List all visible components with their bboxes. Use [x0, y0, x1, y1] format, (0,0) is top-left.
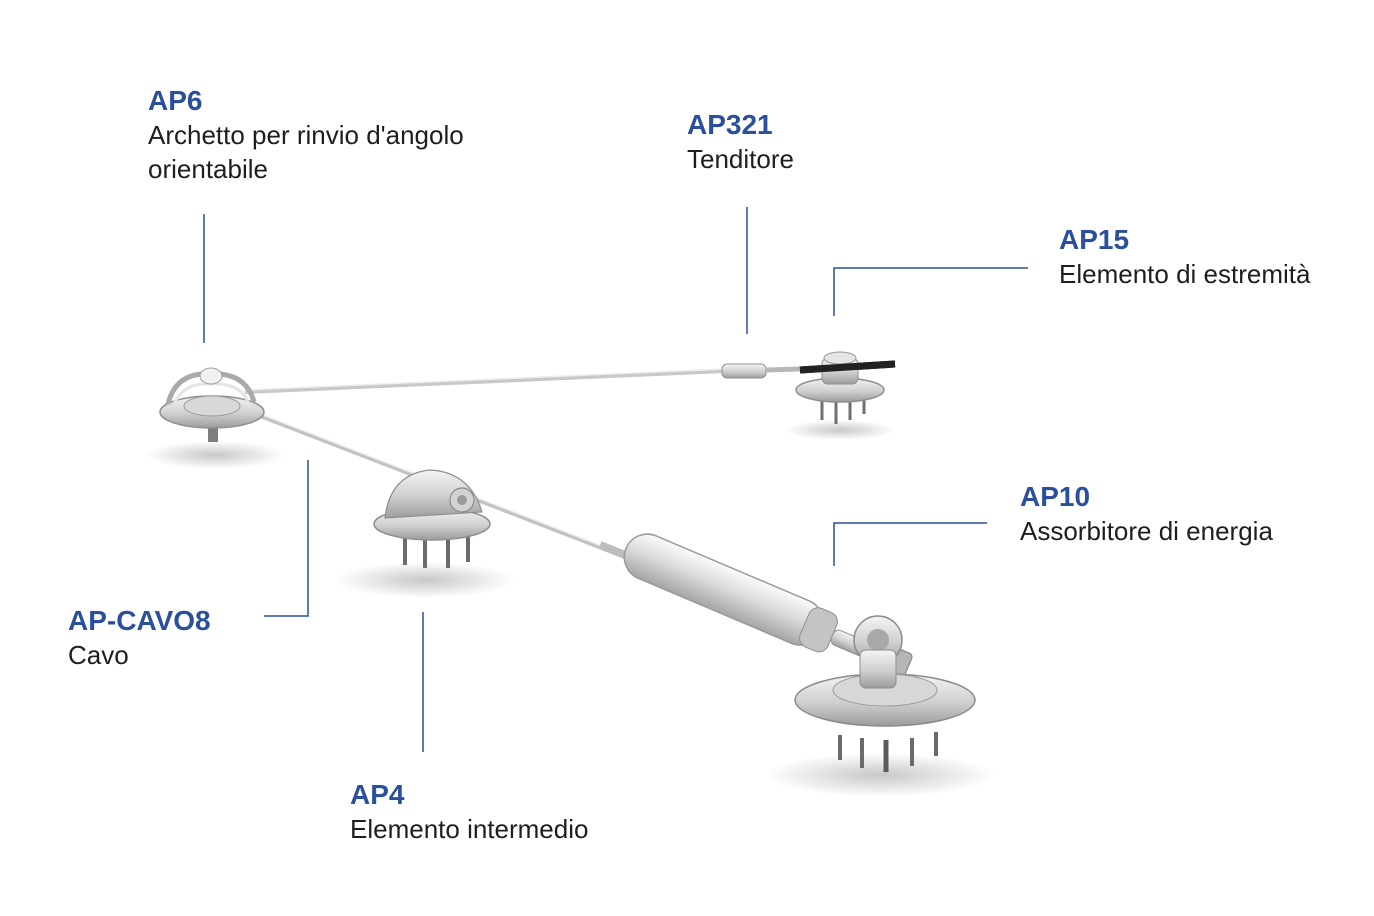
ap10-description: Assorbitore di energia: [1020, 516, 1273, 546]
ap4-code: AP4: [350, 779, 405, 810]
cavo8-code: AP-CAVO8: [68, 605, 211, 636]
cavo8-description: Cavo: [68, 640, 129, 670]
intermediate-anchor-icon: [373, 469, 491, 568]
energy-absorber-icon: [598, 533, 976, 772]
ap4-label: AP4 Elemento intermedio: [350, 778, 588, 846]
ap6-description: Archetto per rinvio d'angolo orientabile: [148, 120, 464, 184]
ap4-shadow: [335, 562, 515, 598]
ap321-description: Tenditore: [687, 144, 794, 174]
ap6-code: AP6: [148, 85, 203, 116]
end-anchor-icon: [795, 351, 896, 424]
corner-bracket-icon: [159, 367, 265, 442]
ap6-shadow: [145, 441, 285, 469]
ap4-description: Elemento intermedio: [350, 814, 589, 844]
cavo8-leader-line: [264, 460, 309, 617]
ap10-leader-line: [833, 522, 987, 566]
ap6-label: AP6 Archetto per rinvio d'angolo orienta…: [148, 84, 464, 186]
ap15-label: AP15 Elemento di estremità: [1059, 223, 1310, 291]
ap15-leader-line: [833, 267, 1028, 316]
ap10-code: AP10: [1020, 481, 1091, 512]
ap15-shadow: [785, 420, 895, 440]
ap15-description: Elemento di estremità: [1059, 259, 1311, 289]
cavo8-label: AP-CAVO8 Cavo: [68, 604, 211, 672]
ap15-code: AP15: [1059, 224, 1130, 255]
ap321-label: AP321 Tenditore: [687, 108, 794, 176]
ap10-shadow: [765, 753, 995, 797]
ap10-label: AP10 Assorbitore di energia: [1020, 480, 1273, 548]
ap321-code: AP321: [687, 109, 773, 140]
